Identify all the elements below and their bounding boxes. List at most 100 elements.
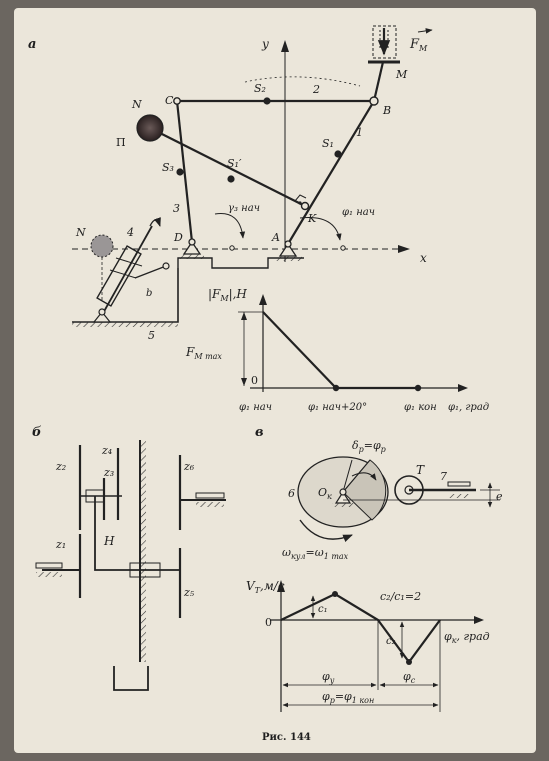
center-S1-prime-label: S₁′ [227, 157, 242, 170]
force-graph-fmax-label: FM max [185, 345, 222, 361]
carrier-H-label: H [103, 534, 115, 548]
joint-C [173, 97, 181, 105]
ratio-label: c₂/c₁=2 [380, 590, 421, 603]
cam-radius-1 [342, 459, 353, 493]
force-tick-phi-start: φ₁ нач [239, 402, 272, 413]
gamma-arc [214, 213, 246, 239]
phi-c-label: φс [403, 670, 416, 685]
panel-v: в δр=φр Oк T 6 7 e ωкул=ω1 max [255, 425, 503, 561]
aux-point-1 [229, 245, 235, 251]
input-bearing-hatch [36, 572, 62, 577]
force-graph-ylabel: |FM|,Н [208, 287, 247, 303]
counterweight-ball [136, 114, 164, 142]
output-bearing [195, 492, 225, 499]
support-D [180, 238, 204, 259]
follower-number-7: 7 [440, 470, 447, 483]
cam-center-label: Oк [318, 486, 332, 501]
joint-K [300, 201, 310, 211]
phi-p-label: φр=φ1 кон [322, 690, 374, 705]
cylinder-hatch-1 [115, 257, 143, 267]
velocity-curve [280, 592, 441, 664]
velocity-peak-1 [332, 591, 338, 597]
link-2-number: 2 [312, 83, 320, 96]
center-S1 [334, 150, 342, 158]
force-vector-sign [417, 28, 433, 34]
base-hatch [72, 322, 178, 327]
lower-ball-N [90, 234, 114, 258]
point-D-label: D [173, 231, 183, 244]
offset-e-label: e [496, 490, 503, 503]
gear-z2-label: z₂ [55, 460, 66, 473]
omega-label: ωкул=ω1 max [282, 546, 349, 561]
velocity-zero: 0 [265, 616, 272, 629]
point-M-label: M [395, 68, 408, 81]
carrier-H [94, 496, 180, 571]
figure-caption: Рис. 144 [262, 732, 311, 743]
input-bearing [35, 562, 63, 569]
joint-b [162, 262, 170, 270]
cam-radius-2 [342, 459, 371, 493]
link-5-number: 5 [148, 329, 155, 342]
x-axis-label: x [420, 251, 427, 265]
cam-number-6: 6 [288, 487, 295, 500]
velocity-graph: VT,м/с c₂/c₁=2 0 c₁ c₂ φк, град φу φс φр… [246, 579, 490, 712]
velocity-xlabel: φк, град [444, 630, 490, 645]
follower-guide-hatch [448, 494, 470, 498]
center-S3-label: S₃ [162, 161, 174, 174]
omega-arrow [299, 519, 353, 542]
link-1-number: 1 [356, 126, 363, 139]
panel-b: б z₂ z₄ z₃ z₁ z₆ z₅ H [32, 425, 226, 691]
point-P-label: П [116, 136, 126, 149]
velocity-ylabel: VT,м/с [246, 579, 285, 595]
rod-PK [149, 127, 306, 207]
point-A-label: A [271, 231, 280, 244]
force-graph-xlabel: φ₁, град [448, 402, 489, 413]
point-B-label: B [382, 104, 391, 117]
center-S1-prime [227, 175, 235, 183]
phi-label: φ₁ нач [342, 207, 375, 218]
panel-v-label: в [255, 425, 264, 440]
point-C-label: C [165, 94, 174, 107]
output-bearing-hatch [196, 502, 224, 507]
figure-sheet [14, 8, 536, 753]
cylinder-hatch-2 [109, 269, 137, 279]
carrier-bearing [129, 562, 161, 578]
bottom-bracket [113, 666, 149, 691]
roller-T-label: T [416, 463, 425, 477]
point-K-label: K [307, 212, 317, 225]
gear-z5-label: z₅ [183, 586, 195, 599]
link-4-cylinder [96, 245, 142, 307]
base-line [72, 268, 179, 323]
force-curve [262, 311, 418, 390]
center-S1-label: S₁ [322, 137, 334, 150]
force-point-start [332, 384, 340, 392]
panel-b-label: б [32, 425, 42, 440]
follower-guide [447, 481, 471, 487]
y-axis-arrow [281, 40, 289, 52]
gamma-label: γ₃ нач [228, 203, 260, 214]
arc-guide [244, 76, 361, 87]
delta-label: δр=φр [352, 439, 386, 454]
gear-z4-label: z₄ [101, 444, 112, 457]
support-slider [92, 308, 112, 323]
link-BM [372, 61, 385, 102]
c2-label: c₂ [386, 636, 396, 647]
gear-z6-label: z₆ [183, 460, 195, 473]
link-1-AB [287, 100, 375, 245]
link-4-guide [101, 225, 153, 316]
link-3-CD [175, 100, 194, 243]
panel-a-label: а [28, 37, 36, 52]
casing-hatch [141, 440, 146, 662]
center-S3 [176, 168, 184, 176]
force-frame [372, 25, 397, 59]
link-b-label: b [146, 288, 152, 299]
point-N-left-label: N [75, 226, 86, 239]
force-graph: |FM|,Н FM max 0 φ₁ нач φ₁ нач+20° φ₁ кон… [185, 287, 489, 413]
link-b [134, 265, 167, 279]
force-graph-zero: 0 [251, 374, 258, 387]
force-tick-phi-end: φ₁ кон [404, 402, 437, 413]
link-3-number: 3 [173, 202, 180, 215]
right-angle-mark [294, 194, 307, 202]
gear-z3-label: z₃ [103, 466, 114, 479]
